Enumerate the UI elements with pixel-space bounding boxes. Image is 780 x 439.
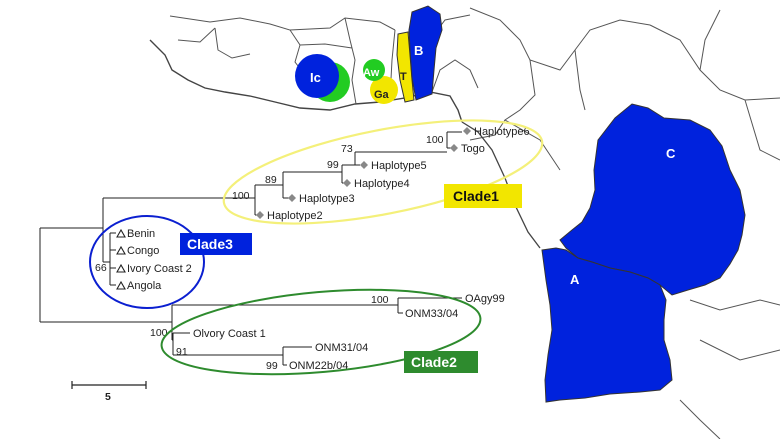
clade1-label: Clade1	[453, 188, 499, 204]
region-a	[541, 247, 673, 403]
leaf-onm33: ONM33/04	[405, 308, 458, 320]
diamond-marker	[463, 127, 471, 135]
leaf-olvory-coast-1: Olvory Coast 1	[193, 328, 266, 340]
leaf-haplotype2: Haplotype2	[267, 210, 323, 222]
triangle-marker	[116, 228, 126, 238]
triangle-markers	[116, 228, 126, 290]
clade2-label-box	[404, 351, 478, 373]
map-label-t: T	[400, 71, 407, 83]
leaf-labels: Haplotype6 Togo Haplotype5 Haplotype4 Ha…	[127, 126, 530, 372]
leaf-haplotype5: Haplotype5	[371, 160, 427, 172]
leaf-onm22b: ONM22b/04	[289, 360, 348, 372]
root-branch	[39, 227, 172, 323]
west-africa-coastline	[149, 39, 463, 123]
map-label-ic: Ic	[310, 70, 321, 85]
ic-blue-circle	[295, 54, 339, 98]
clade2-label: Clade2	[411, 354, 457, 370]
phylogenetic-tree	[39, 131, 462, 366]
region-c	[559, 103, 746, 296]
diamond-marker	[360, 161, 368, 169]
bootstrap-value: 99	[327, 159, 339, 171]
bootstrap-value: 99	[266, 360, 278, 372]
branch-clade2	[171, 297, 462, 366]
clade2-ellipse	[160, 288, 482, 376]
diamond-marker	[343, 179, 351, 187]
diamond-marker	[288, 194, 296, 202]
clade3-ellipse	[89, 215, 205, 309]
triangle-marker	[116, 263, 126, 273]
clade3-label-box	[180, 233, 252, 255]
clade1-ellipse	[222, 119, 544, 225]
west-africa-borders	[169, 14, 479, 105]
map-label-a: A	[570, 272, 580, 287]
central-africa-borders	[469, 7, 780, 439]
scale-bar-label: 5	[105, 391, 111, 403]
benin-region	[408, 5, 443, 101]
map-label-b: B	[414, 43, 423, 58]
leaf-angola: Angola	[127, 280, 162, 292]
map-label-ga: Ga	[374, 89, 390, 101]
triangle-marker	[116, 280, 126, 290]
branch-upper	[102, 197, 255, 263]
bootstrap-value: 100	[426, 134, 444, 146]
aw-circle	[363, 59, 385, 81]
triangle-marker	[116, 245, 126, 255]
bootstrap-value: 91	[176, 346, 188, 358]
bootstrap-values: 100 73 99 89 100 66 100 100 91 99	[95, 134, 444, 372]
bootstrap-value: 89	[265, 174, 277, 186]
west-africa-map: Ic Aw Ga T B	[149, 5, 479, 123]
clade3-label: Clade3	[187, 236, 233, 252]
leaf-onm31: ONM31/04	[315, 342, 368, 354]
bootstrap-value: 100	[150, 327, 168, 339]
leaf-markers	[256, 127, 471, 219]
togo-region	[396, 31, 415, 103]
bootstrap-value: 73	[341, 143, 353, 155]
bootstrap-value: 66	[95, 262, 107, 274]
central-africa-map: C A	[461, 7, 780, 439]
map-label-c: C	[666, 146, 676, 161]
map-label-aw: Aw	[363, 67, 380, 79]
bootstrap-value: 100	[232, 190, 250, 202]
leaf-congo: Congo	[127, 245, 159, 257]
leaf-ivory-coast-2: Ivory Coast 2	[127, 263, 192, 275]
leaf-haplotype6: Haplotype6	[474, 126, 530, 138]
scale-bar: 5	[71, 381, 147, 403]
bootstrap-value: 100	[371, 294, 389, 306]
leaf-togo: Togo	[461, 143, 485, 155]
diamond-marker	[256, 211, 264, 219]
ghana-circle	[370, 76, 398, 104]
branch-clade3	[109, 232, 116, 286]
leaf-oagy99: OAgy99	[465, 293, 505, 305]
leaf-haplotype3: Haplotype3	[299, 193, 355, 205]
scale-bar-line	[71, 381, 147, 389]
leaf-haplotype4: Haplotype4	[354, 178, 410, 190]
clade1-label-box	[444, 184, 522, 208]
diamond-marker	[450, 144, 458, 152]
leaf-benin: Benin	[127, 228, 155, 240]
